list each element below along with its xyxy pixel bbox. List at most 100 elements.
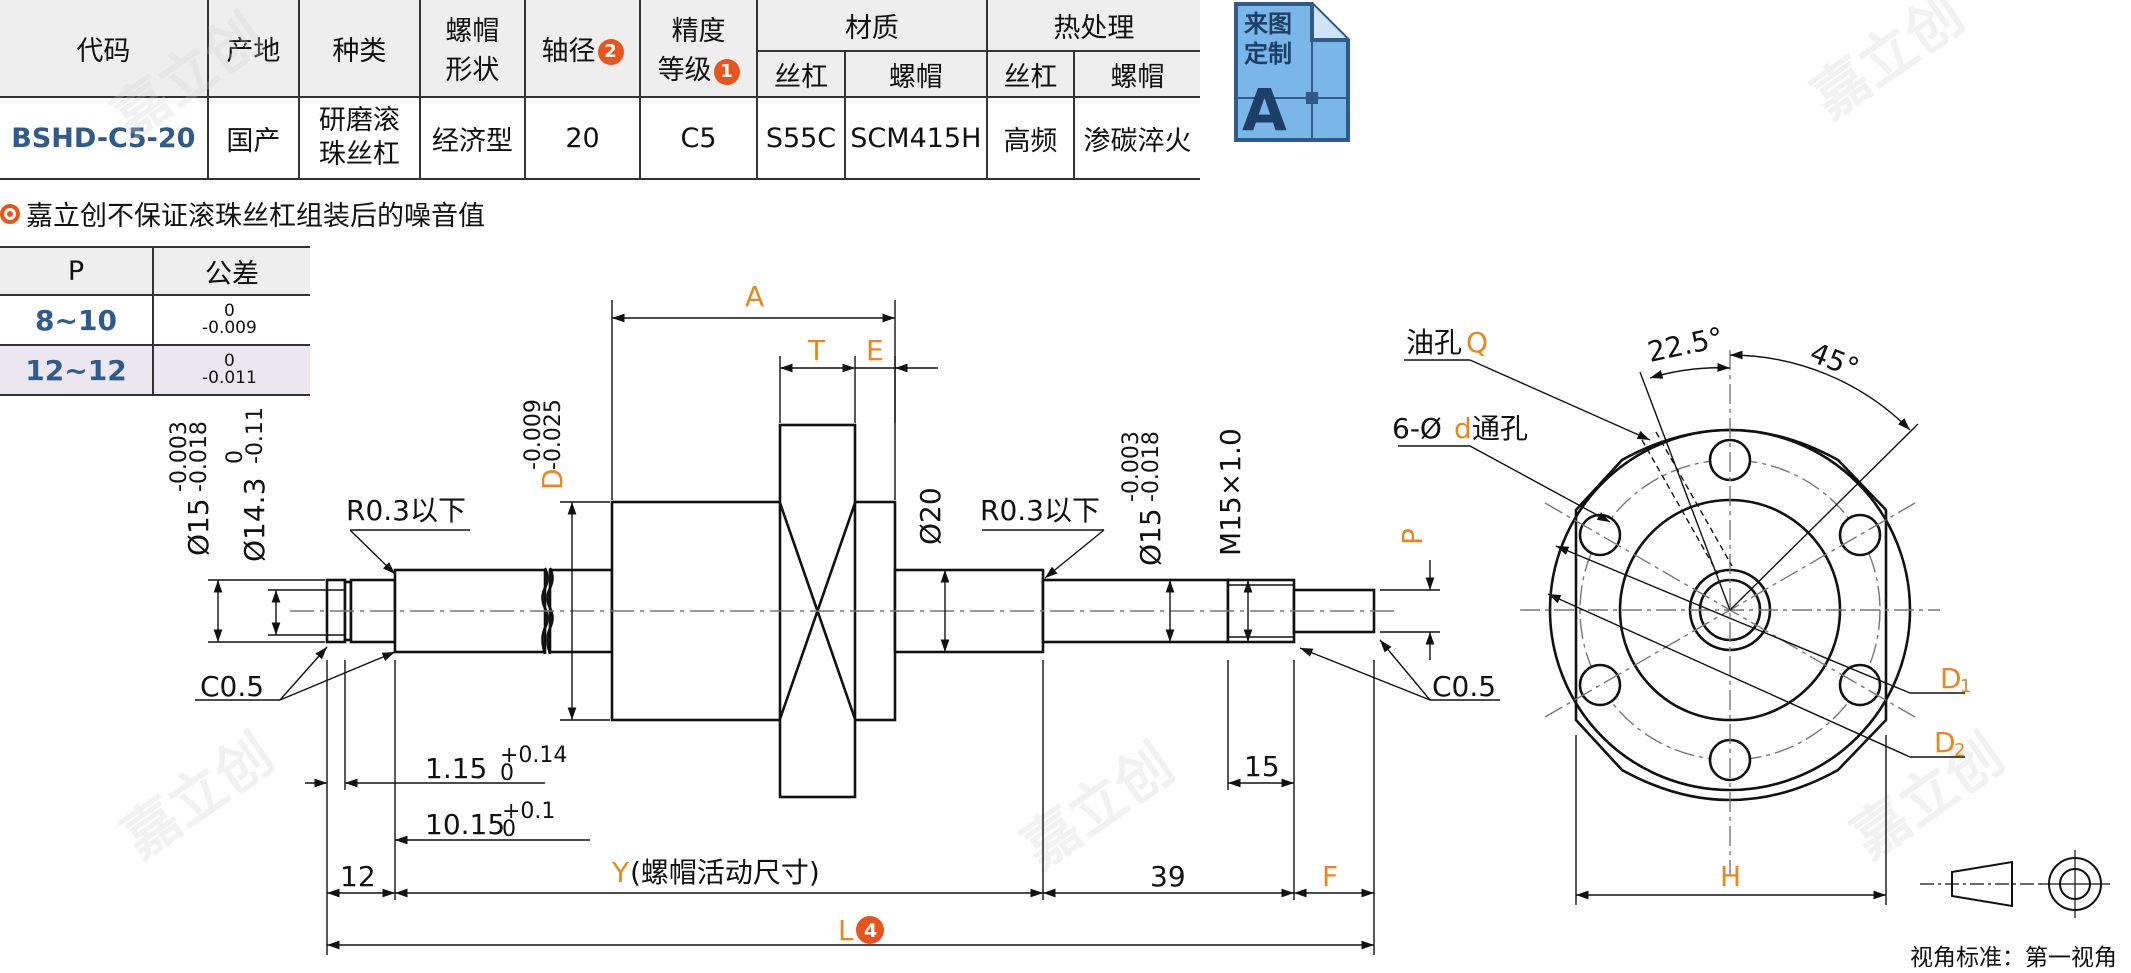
dim-phi20: Ø20: [914, 487, 947, 545]
svg-text:1: 1: [1960, 676, 1971, 697]
dim-phi14: Ø14.3 0 -0.11: [223, 407, 271, 562]
svg-text:-0.11: -0.11: [243, 407, 268, 464]
cell-type: 研磨滚 珠丝杠: [297, 97, 421, 180]
svg-text:-0.003: -0.003: [167, 421, 192, 492]
dim-c05-left: C0.5: [200, 670, 264, 703]
tol-row-p: 12~12: [0, 344, 154, 396]
header-heat-screw: 丝杠: [985, 51, 1076, 98]
badge-line1: 来图: [1244, 10, 1292, 38]
first-angle-projection-icon: [1920, 850, 2110, 918]
label-oil-hole: 油孔 Q: [1406, 326, 1488, 359]
svg-text:Ø15: Ø15: [182, 498, 215, 556]
oil-hole: [1641, 431, 1733, 575]
svg-text:嘉立创: 嘉立创: [1801, 0, 1976, 131]
svg-text:d: d: [1454, 412, 1472, 445]
svg-text:Q: Q: [1466, 326, 1488, 359]
dim-15: 15: [1244, 750, 1280, 783]
dim-T: T: [807, 334, 826, 367]
svg-text:-0.018: -0.018: [1139, 431, 1164, 502]
dim-c05-right: C0.5: [1432, 670, 1496, 703]
cell-nut-shape: 经济型: [418, 97, 526, 180]
tol-header-p: P: [0, 246, 154, 296]
label-H: H: [1720, 860, 1741, 893]
dim-r03-right: R0.3以下: [980, 494, 1100, 527]
svg-text:油孔: 油孔: [1406, 326, 1462, 359]
svg-text:0: 0: [502, 817, 516, 842]
cell-accuracy: C5: [639, 97, 759, 180]
projection-label: 视角标准：第一视角: [1910, 945, 2117, 971]
svg-text:-0.009: -0.009: [521, 399, 546, 470]
header-material: 材质: [756, 0, 988, 52]
cell-origin: 国产: [206, 97, 300, 180]
svg-text:-0.025: -0.025: [541, 399, 566, 470]
dim-phi15-right: Ø15 -0.003 -0.018: [1119, 431, 1167, 566]
cell-shaft-dia: 20: [523, 97, 642, 180]
noise-note-text: 嘉立创不保证滚珠丝杠组装后的噪音值: [26, 201, 485, 232]
header-heat-treatment: 热处理: [985, 0, 1200, 52]
svg-text:-0.018: -0.018: [187, 421, 212, 492]
dim-r03-left: R0.3以下: [346, 494, 466, 527]
svg-text:0: 0: [223, 450, 248, 464]
cell-material-nut: SCM415H: [843, 97, 988, 180]
svg-text:2: 2: [1954, 740, 1965, 761]
header-origin: 产地: [206, 0, 300, 98]
header-nut-shape: 螺帽 形状: [418, 0, 526, 98]
svg-text:D: D: [1934, 726, 1956, 759]
badge-line2: 定制: [1244, 40, 1292, 68]
header-material-nut: 螺帽: [843, 51, 988, 98]
dim-A: A: [745, 280, 764, 313]
dim-Y: Y (螺帽活动尺寸): [611, 856, 820, 889]
badge-letter: A: [1242, 76, 1287, 144]
dim-39: 39: [1150, 860, 1186, 893]
svg-text:嘉立创: 嘉立创: [1841, 722, 2016, 872]
dim-m15: M15×1.0: [1214, 428, 1247, 556]
dim-P: P: [1396, 528, 1429, 545]
cell-material-screw: S55C: [756, 97, 846, 180]
dim-F: F: [1322, 860, 1338, 893]
dim-L: L 4: [838, 914, 884, 947]
dim-10-15: 10.15 +0.1 0: [425, 799, 555, 842]
badge-4: 4: [864, 920, 877, 942]
cell-heat-nut: 渗碳淬火: [1073, 97, 1200, 180]
svg-text:Y: Y: [611, 856, 630, 889]
svg-text:1.15: 1.15: [425, 752, 487, 785]
svg-text:L: L: [838, 914, 854, 947]
label-D2: D 2: [1934, 726, 1965, 761]
svg-text:Ø15: Ø15: [1134, 508, 1167, 566]
tol-header-tol: 公差: [152, 246, 310, 296]
header-code: 代码: [0, 0, 209, 98]
dim-phi15-left: Ø15 -0.003 -0.018: [167, 421, 215, 556]
custom-drawing-badge: 来图 定制 A: [1234, 2, 1350, 144]
label-D1: D 1: [1940, 662, 1971, 697]
dim-E: E: [866, 334, 884, 367]
tol-row-value: 0 -0.009: [152, 294, 310, 346]
svg-text:(螺帽活动尺寸): (螺帽活动尺寸): [630, 856, 820, 889]
dimension-lines: [195, 300, 1500, 955]
svg-text:嘉立创: 嘉立创: [111, 722, 286, 872]
dim-1-15: 1.15 +0.14 0: [425, 743, 567, 786]
svg-text:+0.1: +0.1: [502, 799, 555, 824]
svg-text:嘉立创: 嘉立创: [101, 2, 276, 152]
tol-row-p: 8~10: [0, 294, 154, 346]
svg-text:通孔: 通孔: [1472, 412, 1528, 445]
cell-code: BSHD-C5-20: [0, 97, 209, 180]
label-angle-45: 45°: [1805, 336, 1863, 385]
tol-row-value: 0 -0.011: [152, 344, 310, 396]
svg-text:6-Ø: 6-Ø: [1392, 412, 1442, 445]
svg-text:0: 0: [500, 761, 514, 786]
label-angle-22-5: 22.5°: [1645, 321, 1727, 369]
svg-text:+0.14: +0.14: [500, 743, 567, 768]
header-type: 种类: [297, 0, 421, 98]
badge-1: 1: [713, 58, 740, 85]
svg-text:D: D: [1940, 662, 1962, 695]
dim-D: D -0.009 -0.025: [521, 399, 569, 490]
svg-text:D: D: [536, 468, 569, 490]
cell-heat-screw: 高频: [985, 97, 1076, 180]
svg-text:Ø14.3: Ø14.3: [238, 478, 271, 562]
noise-note: 嘉立创不保证滚珠丝杠组装后的噪音值: [0, 194, 485, 233]
header-heat-nut: 螺帽: [1073, 51, 1200, 98]
